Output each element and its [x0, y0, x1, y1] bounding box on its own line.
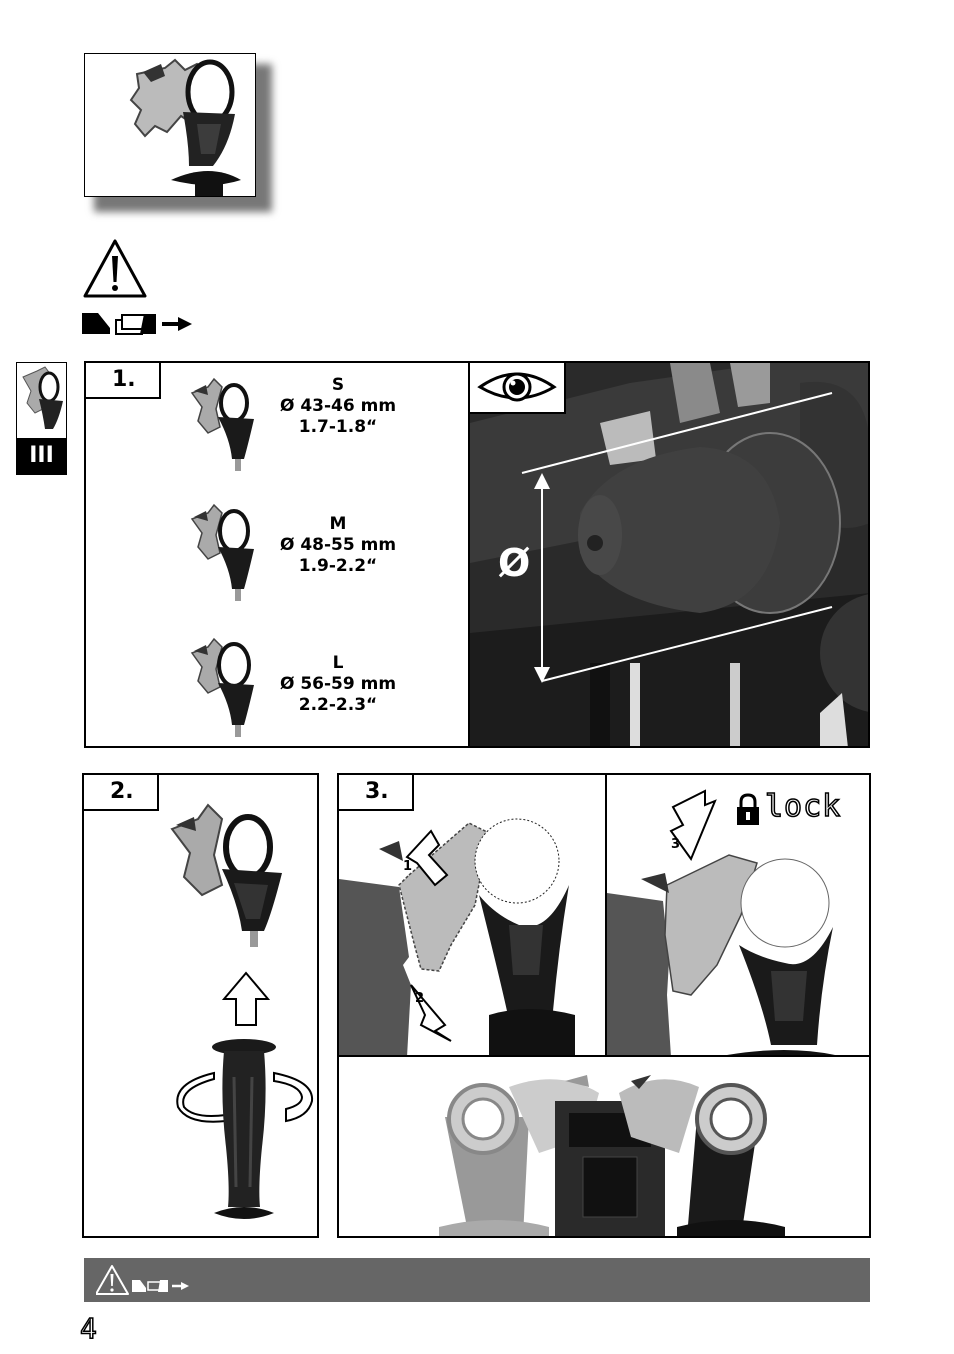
size-l-text: L Ø 56-59 mm 2.2-2.3“	[258, 653, 418, 716]
step3-lock-image	[607, 789, 835, 1055]
step3-lock-panel: 3 lock	[605, 773, 871, 1057]
size-m-label: M	[329, 514, 347, 534]
handle-grip-image	[212, 1039, 276, 1219]
arrow-3-label: 3	[671, 837, 681, 852]
size-s-label: S	[331, 375, 345, 395]
handle-size-m-image	[190, 503, 254, 601]
size-m-metric: Ø 48-55 mm	[279, 535, 397, 555]
drill-front-image	[470, 363, 868, 746]
handle-thumbnail	[84, 53, 256, 197]
warning-icon	[83, 239, 147, 298]
size-s-inch: 1.7-1.8“	[298, 417, 378, 437]
size-m-text: M Ø 48-55 mm 1.9-2.2“	[258, 514, 418, 577]
diameter-symbol: Ø	[498, 541, 531, 585]
handle-collar-image	[170, 803, 282, 947]
step1-label: 1.	[86, 363, 161, 399]
section-badge-label: III	[17, 438, 66, 474]
handle-positions-image	[439, 1075, 785, 1236]
step2-panel: 2.	[82, 773, 319, 1238]
lock-icon	[737, 793, 759, 825]
section-badge: III	[16, 362, 67, 475]
step2-label: 2.	[84, 775, 159, 811]
step3-panel: 3. 1 2	[337, 773, 607, 1057]
size-l-metric: Ø 56-59 mm	[279, 674, 397, 694]
read-manual-arrow-icon	[82, 313, 192, 335]
step3-comparison-panel	[337, 1055, 871, 1238]
handle-size-l-image	[190, 637, 254, 737]
size-l-inch: 2.2-2.3“	[298, 695, 378, 715]
lock-label: lock	[764, 788, 842, 825]
size-s-text: S Ø 43-46 mm 1.7-1.8“	[258, 375, 418, 438]
size-m-inch: 1.9-2.2“	[298, 556, 378, 576]
drill-collar-photo: Ø	[468, 361, 870, 748]
size-l-label: L	[332, 653, 344, 673]
up-arrow-icon	[222, 971, 270, 1026]
eye-icon	[477, 372, 557, 402]
side-handle-image	[129, 58, 241, 196]
warning-bar	[84, 1258, 870, 1302]
size-s-metric: Ø 43-46 mm	[279, 396, 397, 416]
step3-attach-image	[339, 818, 575, 1055]
handle-mini-icon	[22, 366, 63, 429]
arrow-2-label: 2	[415, 991, 425, 1006]
step3-label: 3.	[339, 775, 414, 811]
handle-size-s-image	[190, 377, 254, 471]
step1-panel: 1. S Ø 43-46 mm 1.7-1.8“ M Ø 48-55 mm 1.…	[84, 361, 470, 748]
page-number: 4	[79, 1311, 97, 1346]
inspect-eye-box	[470, 363, 566, 414]
warning-bar-icon	[96, 1265, 189, 1295]
arrow-1-label: 1	[403, 859, 413, 874]
